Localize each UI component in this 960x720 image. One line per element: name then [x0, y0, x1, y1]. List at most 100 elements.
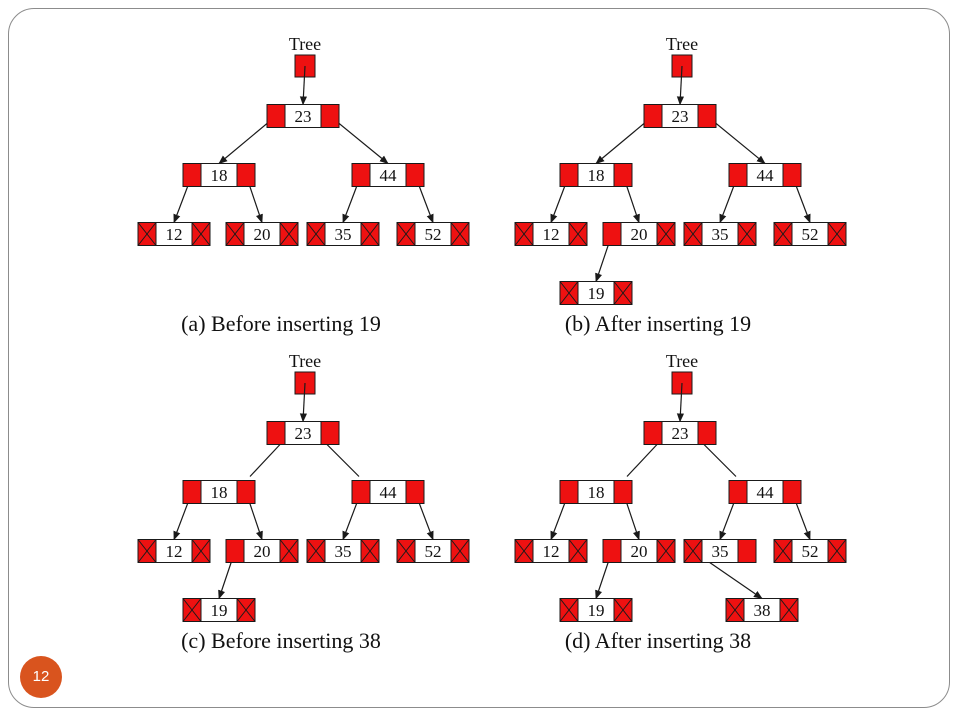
tree-node-18: 18 — [559, 480, 633, 504]
node-key-label: 12 — [166, 225, 183, 244]
node-key-label: 12 — [166, 542, 183, 561]
tree-edge-arrow — [329, 115, 389, 165]
slide-frame — [8, 8, 950, 708]
panel-caption: (d) After inserting 38 — [565, 628, 751, 653]
tree-root-label: Tree — [666, 351, 698, 371]
panel-caption: (c) Before inserting 38 — [181, 628, 381, 653]
tree-node-12: 12 — [137, 222, 211, 246]
tree-node-19: 19 — [559, 281, 633, 305]
tree-edge-arrow — [706, 115, 766, 165]
tree-node-12: 12 — [137, 539, 211, 563]
slide-number-badge: 12 — [20, 656, 62, 698]
tree-node-20: 20 — [602, 539, 676, 563]
root-pointer-arrow — [299, 65, 308, 106]
tree-node-44: 44 — [728, 480, 802, 504]
node-key-label: 35 — [712, 542, 729, 561]
right-pointer-cell — [236, 480, 256, 504]
tree-node-23: 23 — [266, 104, 340, 128]
tree-edge — [249, 444, 281, 477]
tree-node-35: 35 — [306, 222, 380, 246]
left-pointer-cell — [643, 421, 663, 445]
tree-node-35: 35 — [306, 539, 380, 563]
tree-node-23: 23 — [643, 421, 717, 445]
tree-node-44: 44 — [351, 480, 425, 504]
tree-edge — [703, 444, 737, 477]
tree-node-35: 35 — [683, 222, 757, 246]
root-pointer-arrow — [676, 65, 685, 106]
tree-node-19: 19 — [182, 598, 256, 622]
node-key-label: 18 — [588, 166, 605, 185]
node-key-label: 12 — [543, 225, 560, 244]
tree-node-20: 20 — [225, 222, 299, 246]
tree-edge — [326, 444, 360, 477]
left-pointer-cell — [266, 421, 286, 445]
left-pointer-cell — [351, 480, 371, 504]
right-pointer-cell — [613, 480, 633, 504]
left-pointer-cell — [182, 163, 202, 187]
node-key-label: 19 — [588, 284, 605, 303]
node-key-label: 20 — [254, 542, 271, 561]
right-pointer-cell — [697, 421, 717, 445]
node-key-label: 44 — [380, 166, 398, 185]
tree-node-23: 23 — [643, 104, 717, 128]
left-pointer-cell — [559, 480, 579, 504]
tree-node-12: 12 — [514, 222, 588, 246]
node-key-label: 12 — [543, 542, 560, 561]
panel-caption: (a) Before inserting 19 — [181, 311, 381, 336]
node-key-label: 52 — [425, 542, 442, 561]
node-key-label: 35 — [335, 542, 352, 561]
node-key-label: 20 — [631, 542, 648, 561]
right-pointer-cell — [697, 104, 717, 128]
tree-root-label: Tree — [289, 34, 321, 54]
tree-node-18: 18 — [182, 480, 256, 504]
right-pointer-cell — [320, 421, 340, 445]
root-pointer-arrow — [299, 382, 308, 423]
node-key-label: 52 — [802, 225, 819, 244]
left-pointer-cell — [728, 480, 748, 504]
node-key-label: 38 — [754, 601, 771, 620]
node-key-label: 20 — [254, 225, 271, 244]
tree-node-52: 52 — [773, 539, 847, 563]
root-pointer-arrow — [676, 382, 685, 423]
left-pointer-cell — [602, 222, 622, 246]
right-pointer-cell — [236, 163, 256, 187]
tree-node-52: 52 — [396, 539, 470, 563]
tree-root-label: Tree — [666, 34, 698, 54]
tree-node-23: 23 — [266, 421, 340, 445]
node-key-label: 52 — [425, 225, 442, 244]
node-key-label: 44 — [380, 483, 398, 502]
left-pointer-cell — [182, 480, 202, 504]
node-key-label: 35 — [712, 225, 729, 244]
tree-node-38: 38 — [725, 598, 799, 622]
left-pointer-cell — [266, 104, 286, 128]
right-pointer-cell — [737, 539, 757, 563]
node-key-label: 18 — [211, 483, 228, 502]
node-key-label: 19 — [588, 601, 605, 620]
node-key-label: 35 — [335, 225, 352, 244]
node-key-label: 52 — [802, 542, 819, 561]
right-pointer-cell — [320, 104, 340, 128]
tree-node-20: 20 — [225, 539, 299, 563]
tree-node-52: 52 — [773, 222, 847, 246]
tree-node-52: 52 — [396, 222, 470, 246]
tree-node-12: 12 — [514, 539, 588, 563]
node-key-label: 23 — [295, 107, 312, 126]
right-pointer-cell — [405, 480, 425, 504]
right-pointer-cell — [782, 480, 802, 504]
left-pointer-cell — [225, 539, 245, 563]
node-key-label: 23 — [295, 424, 312, 443]
panel-caption: (b) After inserting 19 — [565, 311, 751, 336]
tree-edge — [626, 444, 658, 477]
tree-node-19: 19 — [559, 598, 633, 622]
right-pointer-cell — [405, 163, 425, 187]
node-key-label: 44 — [757, 483, 775, 502]
tree-node-20: 20 — [602, 222, 676, 246]
tree-node-44: 44 — [351, 163, 425, 187]
right-pointer-cell — [613, 163, 633, 187]
tree-panel-d: Tree 23 18 44 12 20 35 52 19 38(d) After insertin… — [514, 351, 847, 653]
left-pointer-cell — [728, 163, 748, 187]
